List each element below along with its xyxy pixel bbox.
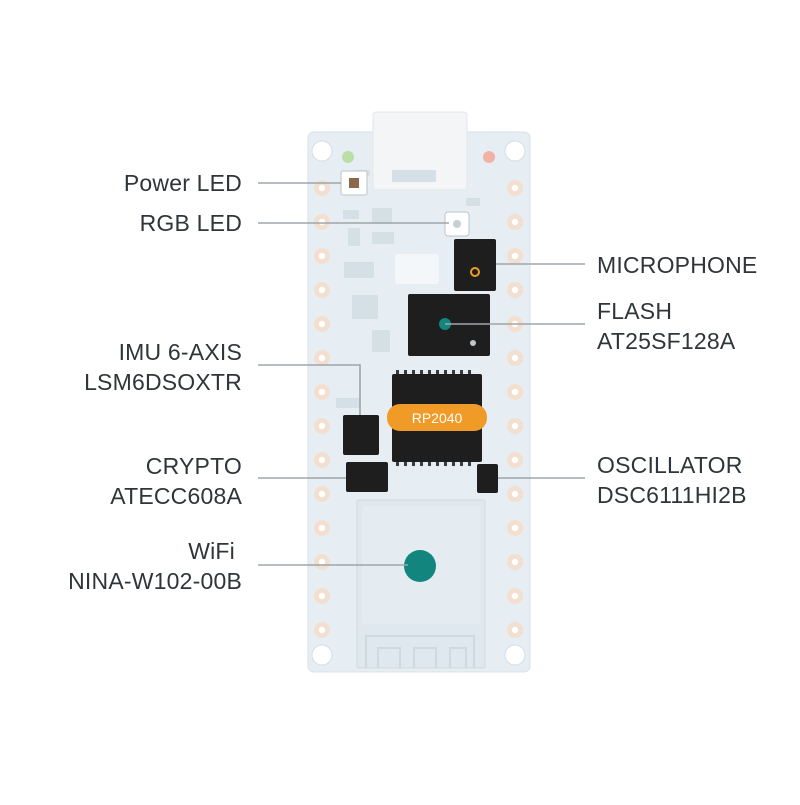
label-microphone: MICROPHONE (597, 252, 758, 278)
flash-pin1-dot (470, 340, 476, 346)
pin-pad-hole (318, 592, 326, 600)
rgb-led-indicator (453, 220, 461, 228)
rp2040-pin (468, 462, 471, 466)
pin-pad-hole (511, 422, 519, 430)
pin-pad-hole (511, 456, 519, 464)
label-flash-part: AT25SF128A (597, 328, 736, 354)
rp2040-pin (412, 370, 415, 374)
label-crypto-name: CRYPTO (145, 453, 242, 479)
pin-pad-hole (318, 218, 326, 226)
pin-pad-hole (511, 286, 519, 294)
rp2040-pins (396, 370, 471, 466)
rp2040-pin (444, 370, 447, 374)
rp2040-pin (436, 370, 439, 374)
pin-pad-hole (318, 456, 326, 464)
imu-chip (343, 415, 379, 455)
rp2040-pin (396, 462, 399, 466)
label-power-led: Power LED (123, 170, 242, 196)
pin-pad-hole (318, 354, 326, 362)
power-led-indicator (349, 178, 359, 188)
pin-pad-hole (318, 490, 326, 498)
label-wifi-name: WiFi (188, 538, 235, 564)
rp2040-pin (460, 462, 463, 466)
pin-pad-hole (511, 490, 519, 498)
leader-lines (258, 182, 585, 566)
mounting-hole (311, 140, 333, 162)
pin-pad-hole (511, 252, 519, 260)
mounting-hole (504, 644, 526, 666)
rp2040-pin (444, 462, 447, 466)
pin-pad-hole (511, 592, 519, 600)
status-led-green (342, 151, 354, 163)
label-oscillator-name: OSCILLATOR (597, 452, 743, 478)
label-wifi-part: NINA-W102-00B (68, 568, 242, 594)
rp2040-pin (460, 370, 463, 374)
label-flash-name: FLASH (597, 298, 673, 324)
rp2040-pin (412, 462, 415, 466)
rp2040-pin (420, 370, 423, 374)
microphone-port (470, 267, 480, 277)
pin-pad-hole (318, 388, 326, 396)
rp2040-tag (387, 404, 487, 431)
rp2040-pin (396, 370, 399, 374)
rp2040-pin (420, 462, 423, 466)
rp2040-pin (404, 462, 407, 466)
teal-marker-dot (404, 550, 436, 582)
pin-pad-hole (318, 252, 326, 260)
rp2040-pin (452, 370, 455, 374)
status-led-red (483, 151, 495, 163)
pin-pad-hole (511, 558, 519, 566)
mounting-holes (311, 140, 526, 666)
oscillator-chip (477, 464, 498, 493)
pin-pads (314, 180, 523, 638)
pin-pad-hole (318, 422, 326, 430)
pin-pad-hole (318, 626, 326, 634)
label-imu-name: IMU 6-AXIS (118, 339, 242, 365)
pin-pad-hole (511, 184, 519, 192)
passive-components (336, 170, 480, 408)
pin-pad-hole (511, 388, 519, 396)
pin-pad-hole (318, 286, 326, 294)
microphone-chip (454, 239, 496, 291)
label-crypto-part: ATECC608A (110, 483, 242, 509)
rp2040-pin (436, 462, 439, 466)
rp2040-pin (428, 462, 431, 466)
mounting-hole (311, 644, 333, 666)
rp2040-pin (468, 370, 471, 374)
leader-imu (258, 364, 361, 415)
rp2040-pin (452, 462, 455, 466)
label-rgb-led: RGB LED (139, 210, 242, 236)
pin-pad-hole (318, 558, 326, 566)
pin-pad-hole (511, 354, 519, 362)
crypto-chip (346, 462, 388, 492)
wifi-antenna-trace (365, 635, 475, 668)
pin-pad-hole (318, 184, 326, 192)
pin-pad-hole (318, 320, 326, 328)
pin-pad-hole (318, 524, 326, 532)
mounting-hole (504, 140, 526, 162)
pin-pad-hole (511, 218, 519, 226)
pin-pad-hole (511, 626, 519, 634)
rp2040-pin (428, 370, 431, 374)
rp2040-pin (404, 370, 407, 374)
pin-pad-hole (511, 524, 519, 532)
label-imu-part: LSM6DSOXTR (84, 369, 242, 395)
label-oscillator-part: DSC6111HI2B (597, 482, 747, 508)
rp2040-tag-text: RP2040 (412, 410, 463, 426)
